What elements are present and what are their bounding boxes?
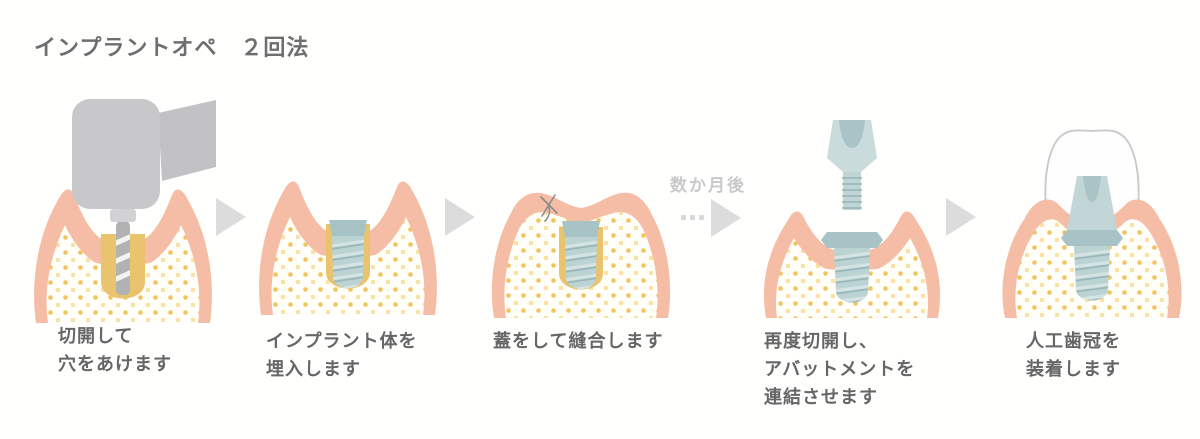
- step4-caption: 再度切開し、 アバットメントを 連結させます: [764, 327, 915, 411]
- implant-threads: [565, 240, 597, 289]
- caption-line: 穴をあけます: [58, 354, 172, 374]
- gum-sutured-over-implant-icon: [491, 192, 671, 318]
- step2-caption: インプラント体を 埋入します: [266, 327, 417, 383]
- caption-line: 装着します: [1026, 359, 1121, 379]
- page-title: インプラントオペ ２回法: [34, 35, 310, 60]
- arrow-icon: [216, 198, 246, 236]
- caption-line: 人工歯冠を: [1026, 331, 1121, 351]
- arrow-icon: [946, 198, 976, 236]
- drill-making-hole-in-gum-icon: [34, 99, 216, 323]
- caption-line: 連結させます: [764, 387, 878, 407]
- months-ellipsis-icon: [681, 215, 704, 220]
- caption-line: 蓋をして縫合します: [493, 331, 664, 351]
- step1-caption: 切開して 穴をあけます: [58, 322, 172, 378]
- arrow-icon: [711, 199, 741, 237]
- crown-placed-on-implant-icon: [1002, 129, 1182, 318]
- caption-line: インプラント体を: [266, 331, 418, 351]
- months-later-label: 数か月後: [670, 176, 746, 195]
- step3-caption: 蓋をして縫合します: [493, 327, 663, 355]
- step5-caption: 人工歯冠を 装着します: [1026, 327, 1121, 383]
- abutment: [827, 120, 877, 210]
- drill-bit: [116, 221, 130, 295]
- caption-line: 埋入します: [266, 359, 361, 379]
- implant-threads: [332, 239, 364, 288]
- arrow-icon: [445, 198, 475, 236]
- abutment: [1067, 176, 1117, 230]
- abutment-above-implant-icon: [763, 120, 941, 318]
- suture-knot-icon: [540, 194, 558, 222]
- caption-line: 切開して: [58, 326, 134, 346]
- implant-body-placed-icon: [259, 181, 437, 315]
- caption-line: アバットメントを: [764, 359, 916, 379]
- caption-line: 再度切開し、: [764, 331, 878, 351]
